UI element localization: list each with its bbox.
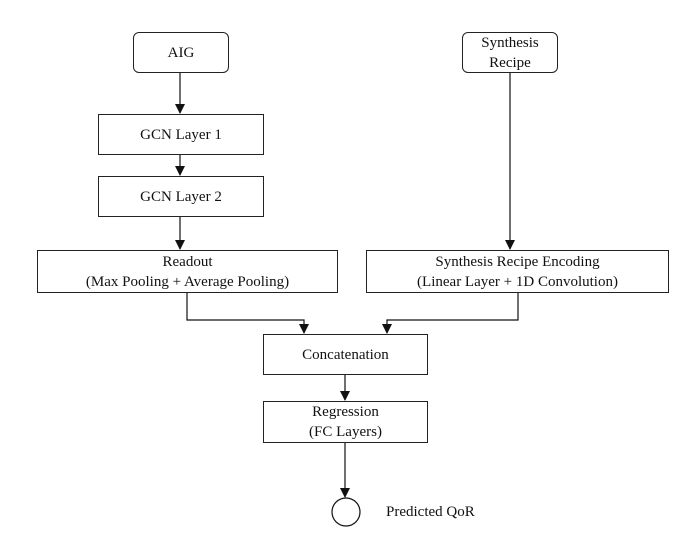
synthesis-recipe-input-node: Synthesis Recipe — [462, 32, 558, 73]
output-node-circle — [331, 497, 361, 527]
arrow-encoding-to-concat — [382, 293, 519, 334]
regression-label-line2: (FC Layers) — [309, 424, 382, 440]
aig-label: AIG — [167, 44, 195, 61]
concatenation-label: Concatenation — [302, 346, 389, 363]
gcn-layer-2-node: GCN Layer 2 — [98, 176, 264, 217]
recipe-encoding-label-line2: (Linear Layer + 1D Convolution) — [417, 273, 618, 290]
regression-node: Regression (FC Layers) — [263, 401, 428, 443]
readout-node: Readout (Max Pooling + Average Pooling) — [37, 250, 338, 293]
aig-input-node: AIG — [133, 32, 229, 73]
regression-label-line1: Regression — [312, 404, 379, 420]
gcn-layer-2-label: GCN Layer 2 — [140, 188, 222, 205]
gcn-layer-1-node: GCN Layer 1 — [98, 114, 264, 155]
recipe-encoding-label-line1: Synthesis Recipe Encoding — [435, 253, 600, 270]
recipe-encoding-node: Synthesis Recipe Encoding (Linear Layer … — [366, 250, 669, 293]
synthesis-recipe-label-line2: Recipe — [489, 54, 531, 71]
readout-label-line2: (Max Pooling + Average Pooling) — [85, 273, 290, 290]
concatenation-node: Concatenation — [263, 334, 428, 375]
gcn-layer-1-label: GCN Layer 1 — [140, 126, 222, 143]
arrow-readout-to-concat — [186, 293, 309, 334]
readout-label-line1: Readout — [162, 253, 213, 270]
synthesis-recipe-label-line1: Synthesis — [481, 34, 539, 51]
predicted-qor-label: Predicted QoR — [386, 504, 475, 520]
